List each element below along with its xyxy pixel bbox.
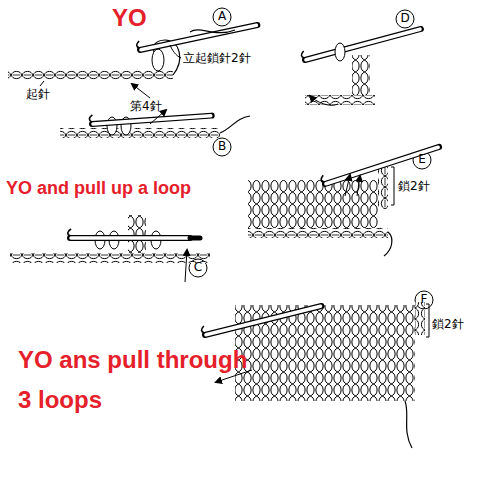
step-note: YO (112, 4, 147, 32)
step-letter: D (400, 12, 409, 26)
step-letter: E (418, 153, 426, 167)
part-label: 鎖2針 (432, 318, 464, 332)
part-label: 第4針 (130, 100, 162, 114)
step-note: YO ans pull through 3 loops (18, 340, 253, 420)
step-letter: F (421, 293, 428, 307)
step-letter: B (218, 140, 226, 154)
step-note: YO and pull up a loop (6, 178, 191, 199)
step-letter: C (194, 261, 202, 275)
part-label: 鎖2針 (398, 180, 430, 194)
step-letter: A (218, 10, 226, 24)
part-label: 立起鎖針2針 (183, 52, 251, 66)
part-label: 起針 (26, 88, 50, 102)
